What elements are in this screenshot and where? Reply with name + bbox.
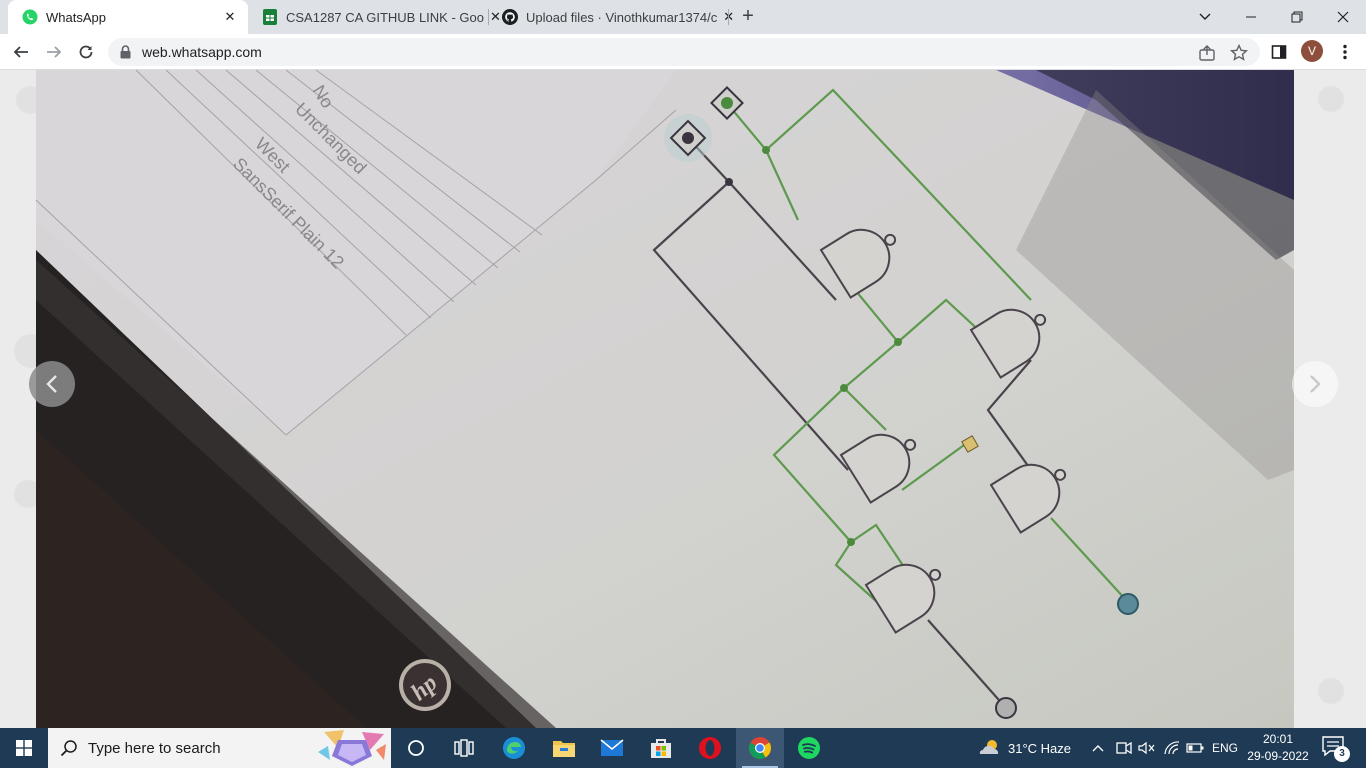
new-tab-button[interactable]: + (742, 5, 754, 27)
back-arrow-icon (13, 46, 28, 58)
battery-icon[interactable] (1186, 728, 1204, 768)
share-icon[interactable] (1198, 44, 1216, 62)
notification-center-button[interactable]: 3 (1322, 736, 1350, 762)
github-icon (502, 9, 518, 25)
meet-now-icon[interactable] (1116, 728, 1132, 768)
previous-media-button[interactable] (29, 361, 75, 407)
viewer-menu-ghost (1318, 86, 1344, 112)
notification-count-badge: 3 (1334, 746, 1350, 762)
show-hidden-icons-button[interactable] (1092, 728, 1104, 768)
weather-text: 31°C Haze (1008, 740, 1072, 756)
reload-button[interactable] (73, 39, 99, 65)
opera-icon (699, 737, 721, 759)
tab-separator (728, 9, 729, 25)
taskbar-edge[interactable] (490, 728, 538, 768)
url-text: web.whatsapp.com (142, 44, 262, 60)
search-icon (60, 739, 78, 762)
task-view-icon (454, 739, 474, 757)
forward-arrow-icon (47, 46, 62, 58)
search-highlight-art-icon (318, 730, 386, 766)
restore-button[interactable] (1274, 0, 1320, 34)
tab-google-sheets[interactable]: CSA1287 CA GITHUB LINK - Goo ✕ (248, 0, 501, 34)
tab-separator (488, 9, 489, 25)
kebab-menu-icon (1343, 44, 1347, 60)
spotify-icon (798, 737, 820, 759)
close-tab-icon[interactable]: ✕ (489, 9, 501, 24)
taskbar-file-explorer[interactable] (540, 728, 588, 768)
back-button[interactable] (8, 39, 34, 65)
start-button[interactable] (0, 728, 48, 768)
next-media-button[interactable] (1292, 361, 1338, 407)
cortana-circle-icon (408, 740, 424, 756)
taskbar-store[interactable] (637, 728, 685, 768)
whatsapp-media-viewer: No Unchanged West SansSerif Plain 12 (0, 69, 1366, 728)
input-language[interactable]: ENG (1212, 741, 1239, 755)
google-sheets-icon (262, 9, 278, 25)
edge-icon (503, 737, 525, 759)
circuit-io-pins (664, 86, 1139, 719)
chevron-right-icon (1310, 375, 1321, 393)
search-placeholder: Type here to search (88, 740, 221, 757)
lock-icon[interactable] (120, 45, 131, 64)
wifi-icon[interactable] (1164, 728, 1180, 768)
whatsapp-icon (22, 9, 38, 25)
store-icon (651, 739, 671, 758)
minimize-button[interactable] (1228, 0, 1274, 34)
properties-panel (36, 70, 676, 435)
haze-weather-icon (979, 740, 999, 754)
tab-title: Upload files · Vinothkumar1374/c (526, 9, 718, 25)
tab-title: WhatsApp (46, 9, 106, 25)
taskbar-mail[interactable] (588, 728, 636, 768)
taskbar-spotify[interactable] (785, 728, 833, 768)
tab-title: CSA1287 CA GITHUB LINK - Goo (286, 9, 484, 25)
taskbar-clock[interactable]: 20:01 29-09-2022 (1244, 731, 1312, 765)
clock-date: 29-09-2022 (1247, 749, 1309, 763)
close-tab-icon[interactable]: ✕ (224, 9, 236, 24)
notification-icon (1322, 736, 1344, 757)
browser-tab-strip: WhatsApp ✕ CSA1287 CA GITHUB LINK - Goo … (0, 0, 1366, 34)
bookmark-star-icon[interactable] (1229, 43, 1249, 62)
clock-time: 20:01 (1262, 732, 1294, 746)
tab-search-chevron-icon[interactable] (1182, 0, 1228, 34)
circuit-green-wires (725, 88, 1127, 611)
cortana-button[interactable] (392, 728, 440, 768)
hp-logo: hp (399, 659, 451, 711)
taskbar-opera[interactable] (686, 728, 734, 768)
side-panel-button[interactable] (1266, 39, 1292, 65)
mail-icon (600, 739, 624, 756)
profile-avatar[interactable]: V (1301, 40, 1323, 62)
shared-photo: No Unchanged West SansSerif Plain 12 (35, 69, 1294, 728)
taskbar-search-box[interactable]: Type here to search (48, 728, 391, 768)
task-view-button[interactable] (440, 728, 488, 768)
windows-taskbar: Type here to search 31°C Haze (0, 728, 1366, 768)
browser-toolbar: web.whatsapp.com V (0, 34, 1366, 70)
circuit-photo-image: No Unchanged West SansSerif Plain 12 (35, 69, 1294, 728)
nand-gates (819, 228, 1067, 634)
active-app-indicator (742, 766, 778, 768)
close-window-button[interactable] (1320, 0, 1366, 34)
chevron-left-icon (46, 375, 57, 393)
reload-icon (79, 45, 93, 59)
viewer-mic-ghost (1318, 678, 1344, 704)
forward-button[interactable] (41, 39, 67, 65)
folder-icon (553, 741, 575, 757)
browser-menu-button[interactable] (1332, 39, 1358, 65)
weather-widget[interactable]: 31°C Haze (976, 728, 1071, 768)
taskbar-chrome[interactable] (736, 728, 784, 768)
volume-muted-icon[interactable] (1138, 728, 1156, 768)
tab-whatsapp[interactable]: WhatsApp ✕ (8, 0, 248, 34)
side-panel-icon (1271, 45, 1287, 59)
address-bar[interactable]: web.whatsapp.com (108, 38, 1260, 66)
chevron-up-icon (1092, 745, 1104, 752)
tab-github[interactable]: Upload files · Vinothkumar1374/c ✕ (488, 0, 734, 34)
chrome-icon (749, 737, 771, 759)
windows-logo-icon (16, 740, 32, 756)
